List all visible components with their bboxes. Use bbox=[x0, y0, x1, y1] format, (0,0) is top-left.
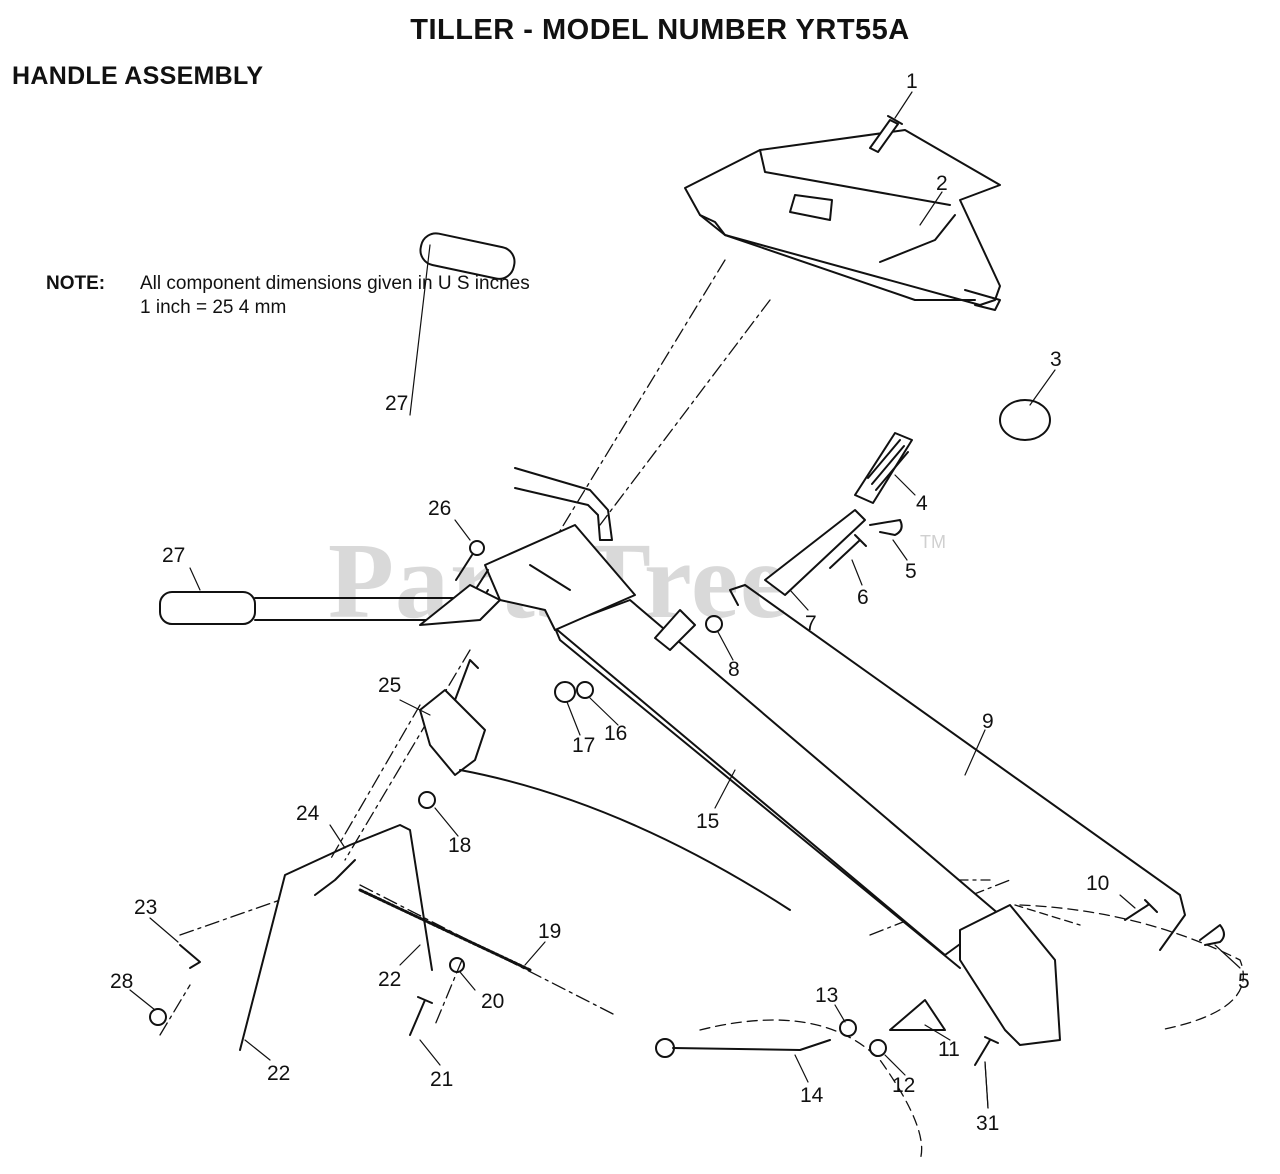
part-5-hairpin-clip-upper bbox=[869, 519, 903, 536]
callout-7: 7 bbox=[805, 612, 817, 635]
tine-shield-outline bbox=[699, 904, 1244, 1161]
callout-4: 4 bbox=[916, 492, 928, 515]
callout-23: 23 bbox=[134, 896, 157, 919]
handlebar bbox=[254, 467, 613, 626]
page-title: TILLER - MODEL NUMBER YRT55A bbox=[410, 14, 910, 46]
callout-14: 14 bbox=[800, 1084, 824, 1107]
callout-21: 21 bbox=[430, 1068, 453, 1091]
part-14-depth-lever bbox=[655, 1038, 831, 1058]
part-17-nut bbox=[554, 681, 576, 703]
note-line-1: All component dimensions given in U S in… bbox=[140, 273, 530, 294]
handle-mount-bracket bbox=[654, 609, 696, 651]
part-1-screw bbox=[869, 115, 903, 153]
callout-6: 6 bbox=[857, 586, 869, 609]
part-2-handle-panel bbox=[684, 129, 1001, 311]
part-20-nut bbox=[449, 957, 465, 973]
callout-19: 19 bbox=[538, 920, 561, 943]
callout-20: 20 bbox=[481, 990, 504, 1013]
callout-1: 1 bbox=[906, 70, 918, 93]
part-8-spacer bbox=[705, 615, 723, 633]
callout-5-upper: 5 bbox=[905, 560, 917, 583]
callout-17: 17 bbox=[572, 734, 595, 757]
callout-24: 24 bbox=[296, 802, 320, 825]
callout-28: 28 bbox=[110, 970, 133, 993]
callout-22-right: 22 bbox=[378, 968, 401, 991]
part-18-nut bbox=[418, 791, 436, 809]
callout-8: 8 bbox=[728, 658, 740, 681]
control-cable bbox=[459, 769, 791, 911]
part-6-bolt bbox=[829, 534, 867, 569]
part-12-nut bbox=[869, 1039, 887, 1057]
callout-25: 25 bbox=[378, 674, 401, 697]
callout-27-lower: 27 bbox=[162, 544, 185, 567]
watermark-trademark: TM bbox=[920, 532, 946, 552]
part-7-shift-lever bbox=[764, 509, 866, 596]
part-27-grip-lower bbox=[159, 591, 256, 625]
callout-16: 16 bbox=[604, 722, 627, 745]
section-title: HANDLE ASSEMBLY bbox=[12, 62, 264, 90]
callout-5-lower: 5 bbox=[1238, 970, 1250, 993]
part-11-depth-bar bbox=[889, 999, 946, 1031]
part-5-hairpin-clip-lower bbox=[1199, 924, 1225, 946]
part-15-handle-tube bbox=[554, 599, 1001, 969]
note-line-2: 1 inch = 25 4 mm bbox=[140, 297, 287, 318]
part-4-shift-grip bbox=[854, 432, 913, 504]
callout-27-upper: 27 bbox=[385, 392, 408, 415]
part-21-bolt bbox=[409, 996, 433, 1036]
part-19-spring bbox=[358, 888, 532, 972]
note-label: NOTE: bbox=[46, 273, 106, 294]
callout-12: 12 bbox=[892, 1074, 915, 1097]
callout-2: 2 bbox=[936, 172, 948, 195]
callout-26: 26 bbox=[428, 497, 451, 520]
part-3-retaining-ring bbox=[999, 399, 1051, 441]
callout-13: 13 bbox=[815, 984, 838, 1007]
part-24-control-lever bbox=[239, 824, 433, 1051]
part-25-control-bracket bbox=[419, 659, 486, 776]
callout-10: 10 bbox=[1086, 872, 1109, 895]
callout-labels: 1 2 3 4 5 6 7 8 9 15 16 17 18 25 24 27 2… bbox=[110, 70, 1250, 1135]
dimension-note: NOTE: All component dimensions given in U… bbox=[46, 272, 530, 320]
part-23-clip bbox=[179, 944, 201, 969]
part-10-bolt bbox=[1124, 899, 1158, 921]
callout-3: 3 bbox=[1050, 348, 1062, 371]
part-31-bolt bbox=[974, 1036, 999, 1066]
callout-15: 15 bbox=[696, 810, 719, 833]
callout-11: 11 bbox=[938, 1038, 960, 1061]
callout-9: 9 bbox=[982, 710, 994, 733]
callout-18: 18 bbox=[448, 834, 471, 857]
callout-22-left: 22 bbox=[267, 1062, 290, 1085]
part-27-grip-upper bbox=[419, 232, 516, 280]
leader-lines bbox=[129, 91, 1241, 1109]
part-9-shift-rod bbox=[729, 584, 1186, 951]
part-16-washer bbox=[576, 681, 594, 699]
part-28-nut bbox=[149, 1008, 167, 1026]
callout-31: 31 bbox=[976, 1112, 999, 1135]
handle-lower-mount bbox=[959, 904, 1081, 1046]
part-26-screw bbox=[455, 540, 485, 581]
